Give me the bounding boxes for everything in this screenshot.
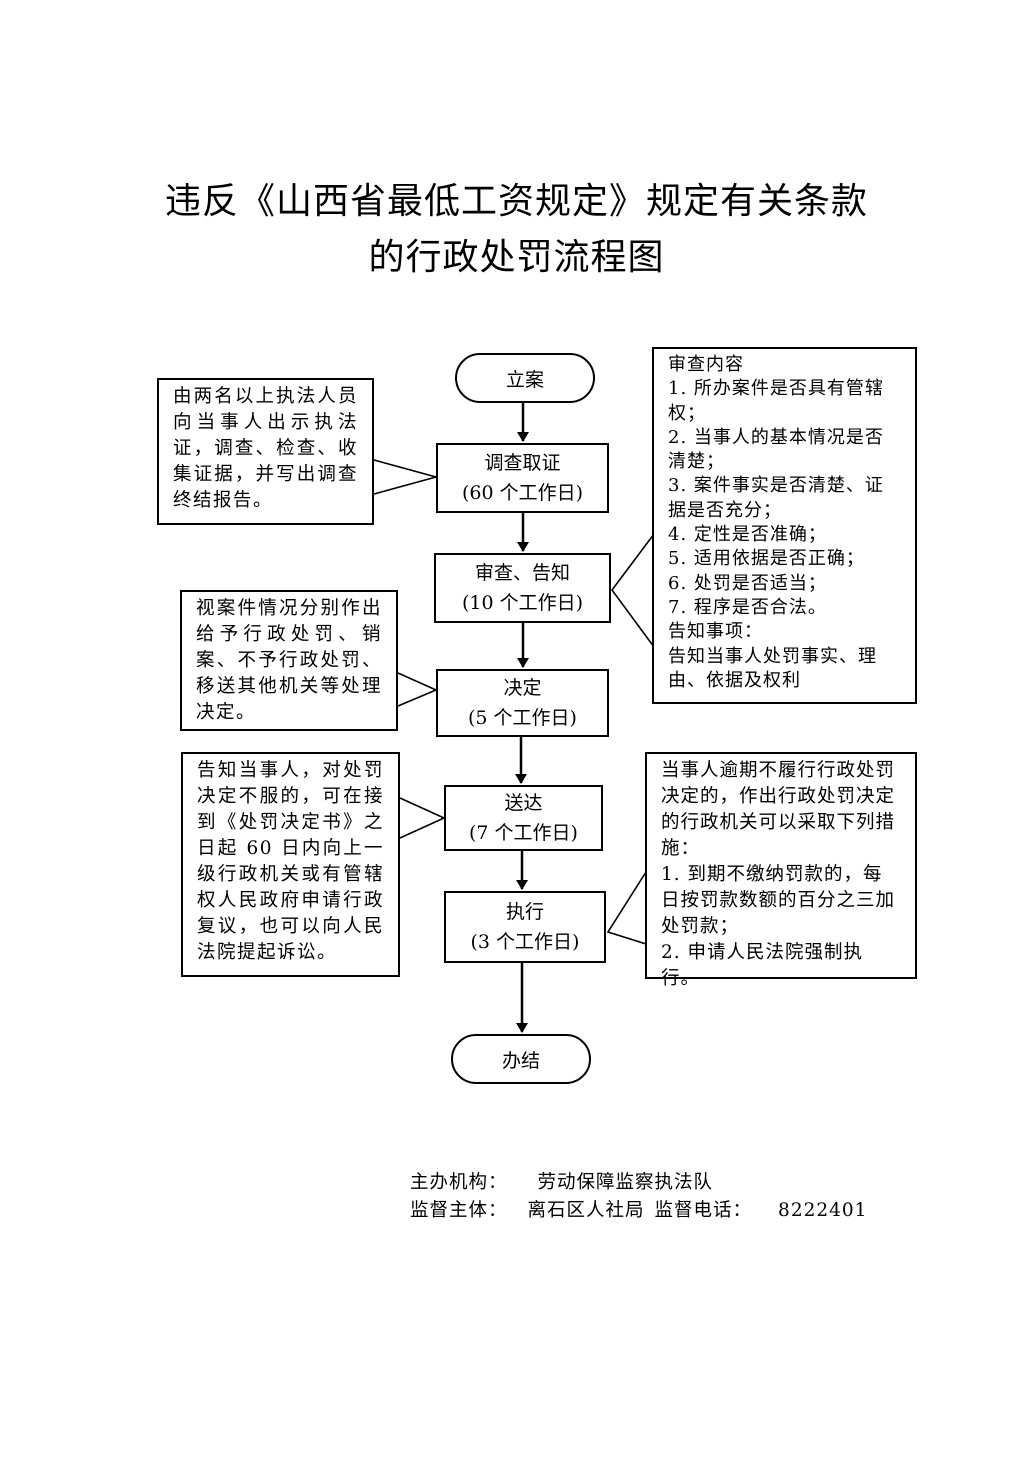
step-days: (7 个工作日) xyxy=(469,822,578,844)
step-investigation: 调查取证 (60 个工作日) xyxy=(436,443,609,513)
callout-decision xyxy=(397,672,439,707)
organizer-value: 劳动保障监察执法队 xyxy=(537,1172,714,1193)
organizer-label: 主办机构： xyxy=(410,1172,508,1193)
start-label: 立案 xyxy=(505,368,544,391)
review-item: 2. 当事人的基本情况是否清楚； xyxy=(668,426,884,473)
review-item: 7. 程序是否合法。 xyxy=(668,596,827,618)
execution-item: 2. 申请人民法院强制执行。 xyxy=(661,942,864,989)
supervisor-value: 离石区人社局 xyxy=(527,1200,645,1221)
note-decision-text: 视案件情况分别作出给予行政处罚、销案、不予行政处罚、移送其他机关等处理决定。 xyxy=(196,598,382,723)
step-review-notice: 审查、告知 (10 个工作日) xyxy=(434,553,611,623)
step-days: (5 个工作日) xyxy=(468,707,577,729)
callout-execution xyxy=(606,871,647,945)
step-days: (60 个工作日) xyxy=(461,482,584,504)
execution-intro: 当事人逾期不履行行政处罚决定的，作出行政处罚决定的行政机关可以采取下列措施： xyxy=(661,760,896,859)
supervisor-label: 监督主体： xyxy=(410,1200,508,1221)
footer-organizer: 主办机构： 劳动保障监察执法队 xyxy=(410,1168,713,1194)
note-delivery: 告知当事人，对处罚决定不服的，可在接到《处罚决定书》之日起 60 日内向上一级行… xyxy=(181,752,400,977)
phone-value: 8222401 xyxy=(778,1200,868,1221)
callout-investigation xyxy=(373,459,440,495)
review-item: 3. 案件事实是否清楚、证据是否充分； xyxy=(668,475,884,521)
notice-heading: 告知事项： xyxy=(668,621,763,643)
step-name: 审查、告知 xyxy=(474,562,570,584)
notice-text: 告知当事人处罚事实、理由、依据及权利 xyxy=(668,645,877,691)
step-name: 执行 xyxy=(505,901,544,923)
step-decision: 决定 (5 个工作日) xyxy=(436,669,609,737)
callout-review xyxy=(611,533,655,648)
note-decision: 视案件情况分别作出给予行政处罚、销案、不予行政处罚、移送其他机关等处理决定。 xyxy=(180,590,398,731)
note-investigation-text: 由两名以上执法人员向当事人出示执法证，调查、检查、收集证据，并写出调查终结报告。 xyxy=(173,386,358,511)
review-heading: 审查内容 xyxy=(668,354,744,375)
page-title-line2: 的行政处罚流程图 xyxy=(368,237,665,278)
end-label: 办结 xyxy=(501,1049,540,1072)
note-execution: 当事人逾期不履行行政处罚决定的，作出行政处罚决定的行政机关可以采取下列措施： 1… xyxy=(645,752,917,989)
review-item: 4. 定性是否准确； xyxy=(668,524,827,546)
execution-item: 1. 到期不缴纳罚款的，每日按罚款数额的百分之三加处罚款； xyxy=(661,864,896,937)
step-execution: 执行 (3 个工作日) xyxy=(444,891,606,963)
step-days: (10 个工作日) xyxy=(461,592,584,614)
footer-supervisor: 监督主体： 离石区人社局监督电话： 8222401 xyxy=(410,1196,867,1222)
start-terminal: 立案 xyxy=(455,353,595,403)
page-title-line1: 违反《山西省最低工资规定》规定有关条款 xyxy=(164,181,868,222)
note-investigation: 由两名以上执法人员向当事人出示执法证，调查、检查、收集证据，并写出调查终结报告。 xyxy=(157,378,374,525)
review-item: 5. 适用依据是否正确； xyxy=(668,548,865,570)
review-item: 6. 处罚是否适当； xyxy=(668,572,827,594)
callout-delivery xyxy=(399,797,446,839)
note-delivery-text: 告知当事人，对处罚决定不服的，可在接到《处罚决定书》之日起 60 日内向上一级行… xyxy=(197,760,384,963)
step-name: 送达 xyxy=(504,792,543,814)
end-terminal: 办结 xyxy=(451,1034,591,1084)
note-review-contents: 审查内容 1. 所办案件是否具有管辖权； 2. 当事人的基本情况是否清楚； 3.… xyxy=(652,347,917,704)
step-delivery: 送达 (7 个工作日) xyxy=(444,785,603,851)
step-name: 决定 xyxy=(503,677,542,699)
step-name: 调查取证 xyxy=(484,452,561,474)
step-days: (3 个工作日) xyxy=(470,931,580,953)
review-item: 1. 所办案件是否具有管辖权； xyxy=(668,378,884,424)
phone-label: 监督电话： xyxy=(654,1200,753,1221)
